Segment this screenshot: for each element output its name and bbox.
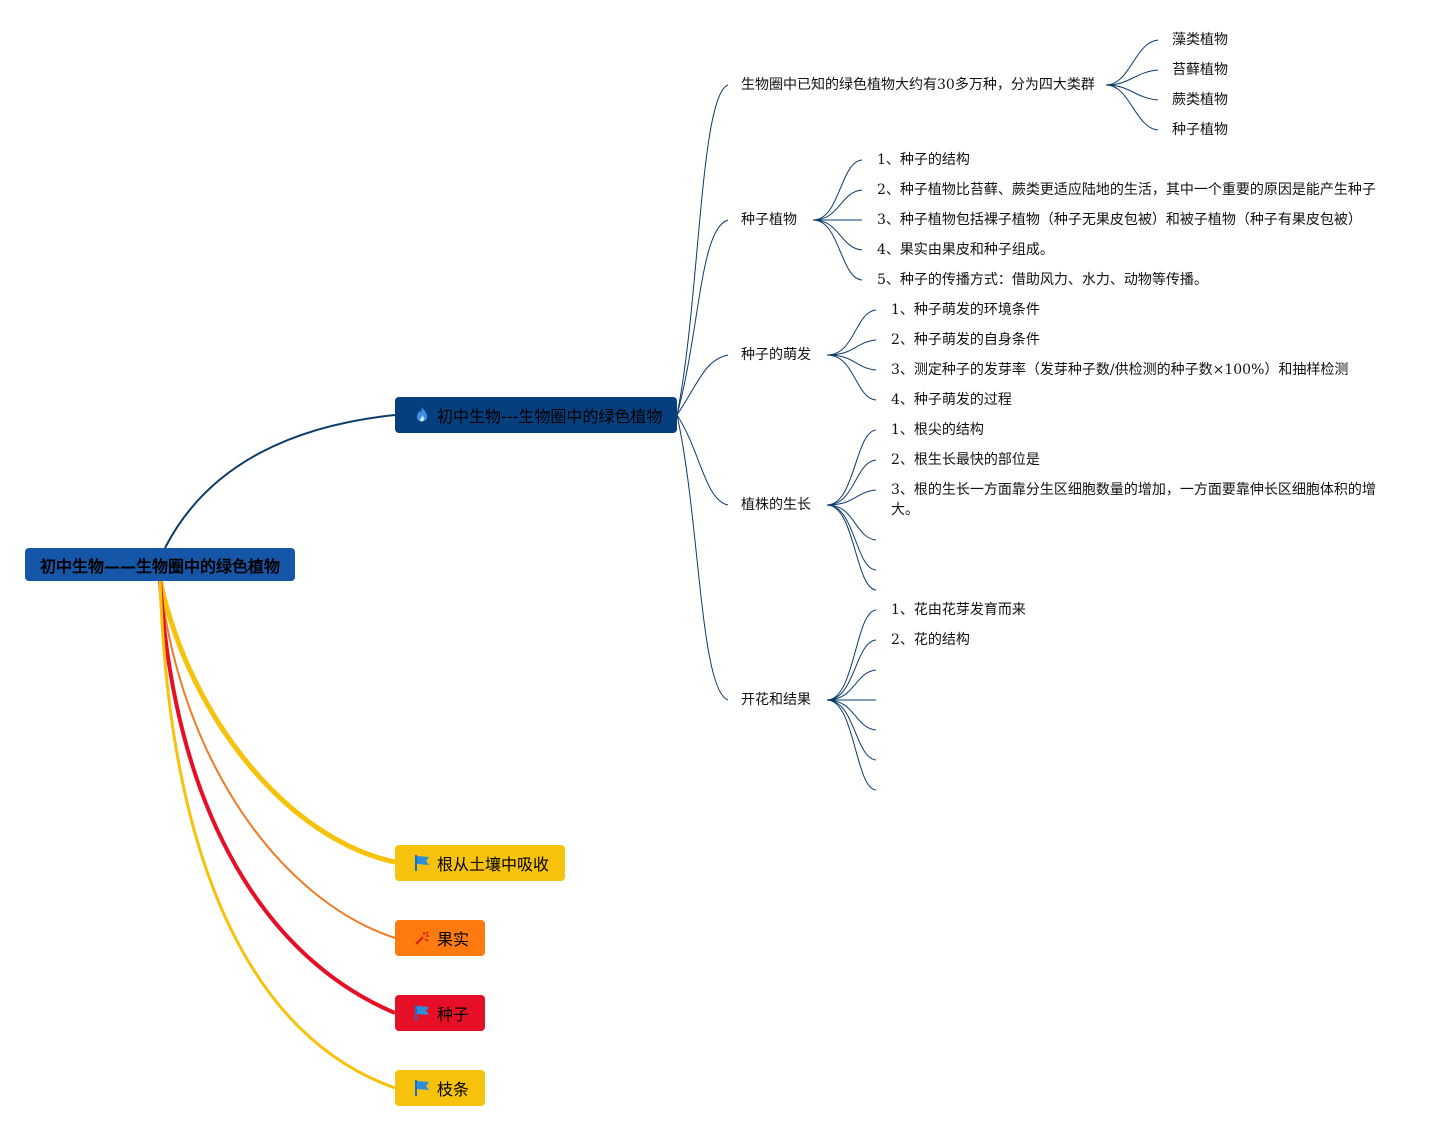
link-main-b2 xyxy=(676,219,729,416)
branch-germination[interactable]: 种子的萌发 xyxy=(741,347,811,363)
link-root-f2 xyxy=(159,579,396,939)
leaf-algae[interactable]: 藻类植物 xyxy=(1172,32,1228,48)
floating-topic-root-absorb[interactable]: 根从土壤中吸收 xyxy=(395,845,565,881)
branch-seed-plants[interactable]: 种子植物 xyxy=(741,212,797,228)
leaf-germ-process[interactable]: 4、种子萌发的过程 xyxy=(891,392,1012,408)
floating-topic-label: 枝条 xyxy=(437,1080,470,1099)
link-root-f3 xyxy=(158,579,396,1015)
floating-topic-label: 根从土壤中吸收 xyxy=(437,855,550,874)
link-main-b3 xyxy=(676,354,729,416)
leaf-seed-structure[interactable]: 1、种子的结构 xyxy=(877,152,970,168)
leaf-gymno-angio[interactable]: 3、种子植物包括裸子植物（种子无果皮包被）和被子植物（种子有果皮包被） xyxy=(877,212,1362,228)
branch-flower-fruit[interactable]: 开花和结果 xyxy=(741,692,811,708)
leaf-seed-adapt[interactable]: 2、种子植物比苔藓、蕨类更适应陆地的生活，其中一个重要的原因是能产生种子 xyxy=(877,182,1376,198)
link-root-f4 xyxy=(158,579,396,1090)
flag-icon xyxy=(413,854,431,872)
floating-topic-seed[interactable]: 种子 xyxy=(395,995,485,1031)
leaf-flower-bud[interactable]: 1、花由花芽发育而来 xyxy=(891,602,1026,618)
leaf-fastest-growth[interactable]: 2、根生长最快的部位是 xyxy=(891,452,1040,468)
root-topic[interactable]: 初中生物——生物圈中的绿色植物 xyxy=(25,548,295,581)
link-main-b5 xyxy=(676,414,729,701)
firework-icon xyxy=(413,929,431,947)
leaf-fern[interactable]: 蕨类植物 xyxy=(1172,92,1228,108)
root-topic-label: 初中生物——生物圈中的绿色植物 xyxy=(40,556,281,576)
flame-icon xyxy=(413,406,431,424)
flag-icon xyxy=(413,1079,431,1097)
main-topic[interactable]: 初中生物---生物圈中的绿色植物 xyxy=(395,397,677,433)
leaf-root-tip[interactable]: 1、根尖的结构 xyxy=(891,422,984,438)
leaf-dispersal[interactable]: 5、种子的传播方式：借助风力、水力、动物等传播。 xyxy=(877,272,1208,288)
flag-icon xyxy=(413,1004,431,1022)
floating-topic-branch[interactable]: 枝条 xyxy=(395,1070,485,1106)
leaf-self-conditions[interactable]: 2、种子萌发的自身条件 xyxy=(891,332,1040,348)
leaf-seed-plant[interactable]: 种子植物 xyxy=(1172,122,1228,138)
leaf-moss[interactable]: 苔藓植物 xyxy=(1172,62,1228,78)
leaf-germ-rate[interactable]: 3、测定种子的发芽率（发芽种子数/供检测的种子数×100%）和抽样检测 xyxy=(891,362,1349,378)
link-root-f1 xyxy=(157,579,396,865)
leaf-env-conditions[interactable]: 1、种子萌发的环境条件 xyxy=(891,302,1040,318)
leaf-root-growth[interactable]: 3、根的生长一方面靠分生区细胞数量的增加，一方面要靠伸长区细胞体积的增大。 xyxy=(891,482,1376,518)
leaf-fruit[interactable]: 4、果实由果皮和种子组成。 xyxy=(877,242,1054,258)
link-main-b1 xyxy=(676,84,729,416)
link-main-b4 xyxy=(676,414,729,506)
floating-topic-fruit[interactable]: 果实 xyxy=(395,920,485,956)
branch-plant-growth[interactable]: 植株的生长 xyxy=(741,497,811,513)
link-root-main xyxy=(164,414,396,549)
main-topic-label: 初中生物---生物圈中的绿色植物 xyxy=(437,407,663,426)
leaf-flower-structure[interactable]: 2、花的结构 xyxy=(891,632,970,648)
floating-topic-label: 果实 xyxy=(437,930,470,949)
branch-plant-groups[interactable]: 生物圈中已知的绿色植物大约有30多万种，分为四大类群 xyxy=(741,77,1095,93)
floating-topic-label: 种子 xyxy=(437,1005,470,1024)
